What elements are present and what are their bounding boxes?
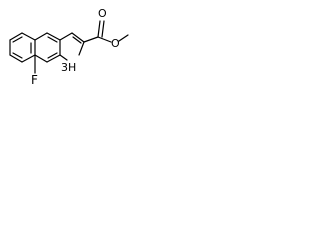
structure-canvas: O O F 3H xyxy=(0,0,133,101)
atom-nitrogen-h: 3H xyxy=(61,61,76,74)
bond-b2-inner xyxy=(47,36,58,43)
bond-b2 xyxy=(46,32,61,41)
molecule-drawing: O O F 3H xyxy=(9,7,129,87)
bond-b4 xyxy=(46,54,61,63)
bond-d4 xyxy=(118,34,129,42)
bond-a1 xyxy=(9,32,23,41)
atom-fluorine: F xyxy=(31,73,38,87)
bond-d1 xyxy=(83,36,99,43)
bond-c3 xyxy=(78,41,85,56)
bond-c1 xyxy=(59,32,73,41)
bond-d3 xyxy=(97,36,112,43)
bond-a5-inner xyxy=(12,52,23,59)
bond-a5 xyxy=(9,54,23,63)
bond-b4-inner xyxy=(47,52,58,59)
bond-c2 xyxy=(71,32,85,43)
bond-d2-double xyxy=(101,20,105,38)
bond-d2 xyxy=(97,20,101,38)
bond-c4 xyxy=(59,54,68,61)
bond-b1 xyxy=(34,32,48,41)
bond-b5 xyxy=(34,54,48,63)
bond-a1-inner xyxy=(12,36,23,43)
bond-a2 xyxy=(21,32,36,41)
bond-c2-inner xyxy=(72,36,82,44)
atom-oxygen-carbonyl: O xyxy=(98,7,107,20)
atom-oxygen-ester: O xyxy=(111,37,120,50)
bond-a4 xyxy=(21,54,36,63)
